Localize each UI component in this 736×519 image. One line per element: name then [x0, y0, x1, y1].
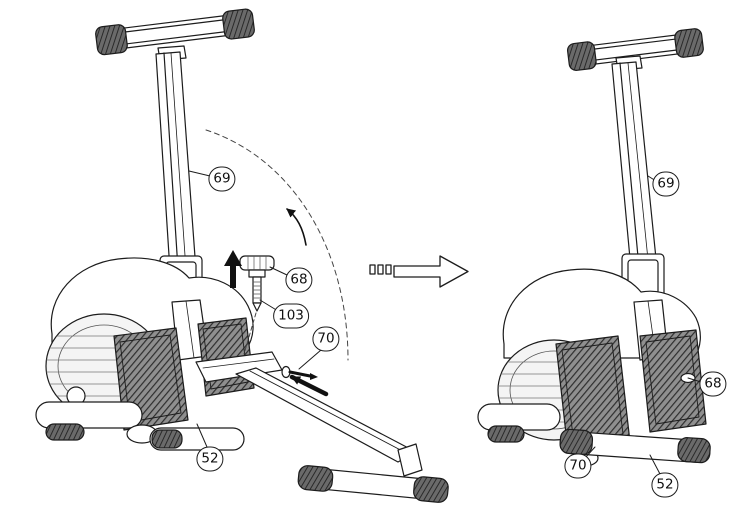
foot-pedal-left	[555, 335, 631, 453]
rail-arm	[611, 61, 661, 303]
callout-right-70: 70	[564, 453, 592, 479]
rotate-up-arrow-icon	[286, 208, 307, 246]
knob-alignment-dashed-line	[243, 312, 257, 355]
callout-right-69: 69	[652, 171, 680, 197]
callout-label: 70	[317, 330, 335, 347]
seat-rail	[235, 367, 449, 503]
transition-arrow-icon	[369, 255, 469, 288]
knob-part	[239, 255, 275, 278]
callout-label: 70	[569, 457, 587, 474]
callout-label: 52	[201, 450, 219, 467]
leader-lines-left	[188, 170, 322, 448]
handlebar	[95, 8, 255, 56]
foot-pedal-right	[639, 329, 707, 433]
callout-right-68: 68	[699, 371, 727, 397]
callout-label: 69	[657, 175, 675, 192]
callout-left-103: 103	[273, 303, 309, 329]
left-machine-figure	[35, 8, 449, 503]
slide-rail-arrow-icon	[289, 374, 329, 397]
pin-part	[281, 365, 318, 380]
callout-right-52: 52	[651, 472, 679, 498]
callout-label: 68	[290, 271, 308, 288]
rear-stabilizer	[559, 428, 711, 464]
handlebar	[567, 28, 704, 71]
front-stabilizer	[35, 401, 245, 451]
insert-up-arrow-icon	[224, 250, 242, 288]
swing-path-dashed-arc	[205, 129, 349, 361]
rear-stabilizer	[297, 465, 449, 503]
callout-label: 52	[656, 476, 674, 493]
callout-label: 69	[213, 170, 231, 187]
callout-label: 68	[704, 375, 722, 392]
callout-label: 103	[278, 307, 304, 324]
callout-left-70: 70	[312, 326, 340, 352]
callout-left-68: 68	[285, 267, 313, 293]
bolt-part	[252, 276, 262, 312]
callout-left-69: 69	[208, 166, 236, 192]
callout-left-52: 52	[196, 446, 224, 472]
right-machine-figure	[477, 28, 711, 475]
